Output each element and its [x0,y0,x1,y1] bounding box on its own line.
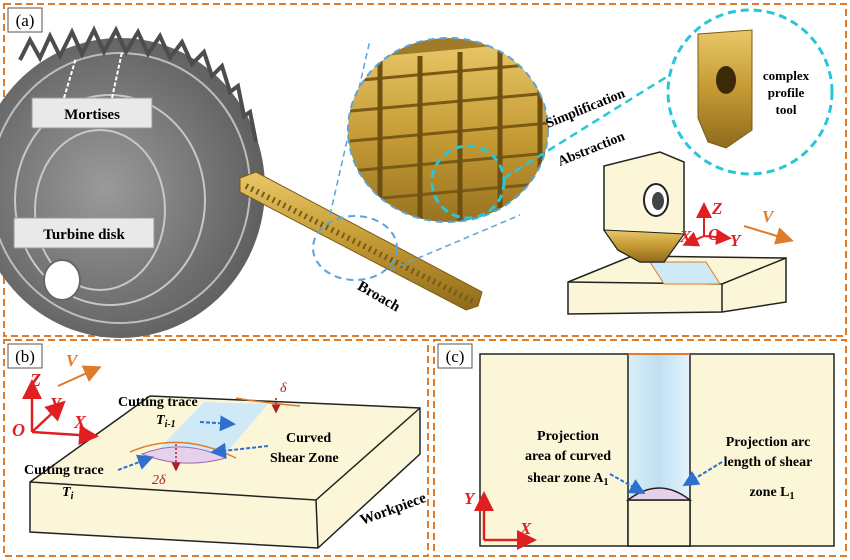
mortises-label-box [31,97,153,129]
delta-label: δ [280,381,287,396]
mortises-label: Mortises [64,107,120,123]
panel-a-tag: (a) [16,11,35,30]
proj-arc-line1: Projection arc [726,435,811,450]
panel-a-velocity-arrow [743,225,794,245]
panel-a-axis-x [682,231,705,247]
broach-zoom-circle [347,37,549,223]
panel-a-tag-box [7,7,43,33]
panel-a-velocity-label: V [762,207,775,226]
broach-label: Broach [354,278,403,315]
panel-b-tag-box [7,343,43,369]
abstraction-circle [430,144,506,220]
panel-b-workpiece [29,395,421,549]
two-delta-label: 2δ [152,473,166,488]
panel-c-y-label: Y [464,489,476,508]
shear-zone-line2: Shear Zone [270,451,339,466]
trace-prev-line2: Ti-1 [156,413,176,430]
proj-arc-arrow [682,461,723,487]
zoom-line-2 [389,214,521,271]
panel-a-tool [603,151,685,263]
panel-b-tag: (b) [15,347,35,366]
shear-zone-arrow [210,442,269,459]
tool-label-line1: complex [763,68,810,83]
trace-prev-line1: Cutting trace [118,395,198,410]
panel-b-velocity-label: V [66,351,79,370]
trace-cur-line2: Ti [62,485,74,502]
proj-area-line1: Projection [537,429,599,444]
abstraction-line [503,74,669,180]
proj-area-line3: shear zone A1 [528,471,609,488]
turbine-disk [0,25,265,338]
panel-a-y-label: Y [730,231,742,250]
proj-arc-line2: length of shear [724,455,813,470]
panel-c-section [479,353,835,547]
trace-cur-line1: Cutting trace [24,463,104,478]
mortise-pointer-1 [63,57,77,99]
broach [239,171,483,311]
shear-zone-line1: Curved [286,431,331,446]
panel-b-z-label: Z [29,370,41,390]
complex-profile-tool [697,29,753,149]
panel-a-z-label: Z [711,199,722,218]
panel-b-o-label: O [12,420,25,440]
panel-b-y-label: Y [50,394,63,414]
panel-c-tag: (c) [446,347,465,366]
panel-b-axis-y [31,400,66,433]
panel-a-workpiece [567,255,787,315]
turbine-label-box [13,217,155,249]
trace-prev-arrow [199,415,236,432]
proj-area-line2: area of curved [525,449,611,464]
panel-c-tag-box [437,343,473,369]
panel-c-border [433,339,847,557]
tool-label-line2: profile [768,85,805,100]
broach-zoom-ellipse [312,215,398,281]
turbine-disk-label: Turbine disk [43,227,125,243]
panel-b-velocity-arrow [57,365,102,387]
panel-b-border [3,339,429,557]
tool-label-line3: tool [776,102,797,117]
proj-arc-line3: zone L1 [749,485,794,502]
panel-a-o-label: O [708,225,720,244]
panel-a-x-label: X [679,227,692,246]
proj-area-arrow [609,473,646,494]
panel-b-axis-x [31,425,99,446]
panel-c-x-label: X [519,519,532,538]
panel-a-axis-y [703,229,732,245]
panel-b-x-label: X [73,412,87,432]
mortise-pointer-2 [111,51,123,99]
